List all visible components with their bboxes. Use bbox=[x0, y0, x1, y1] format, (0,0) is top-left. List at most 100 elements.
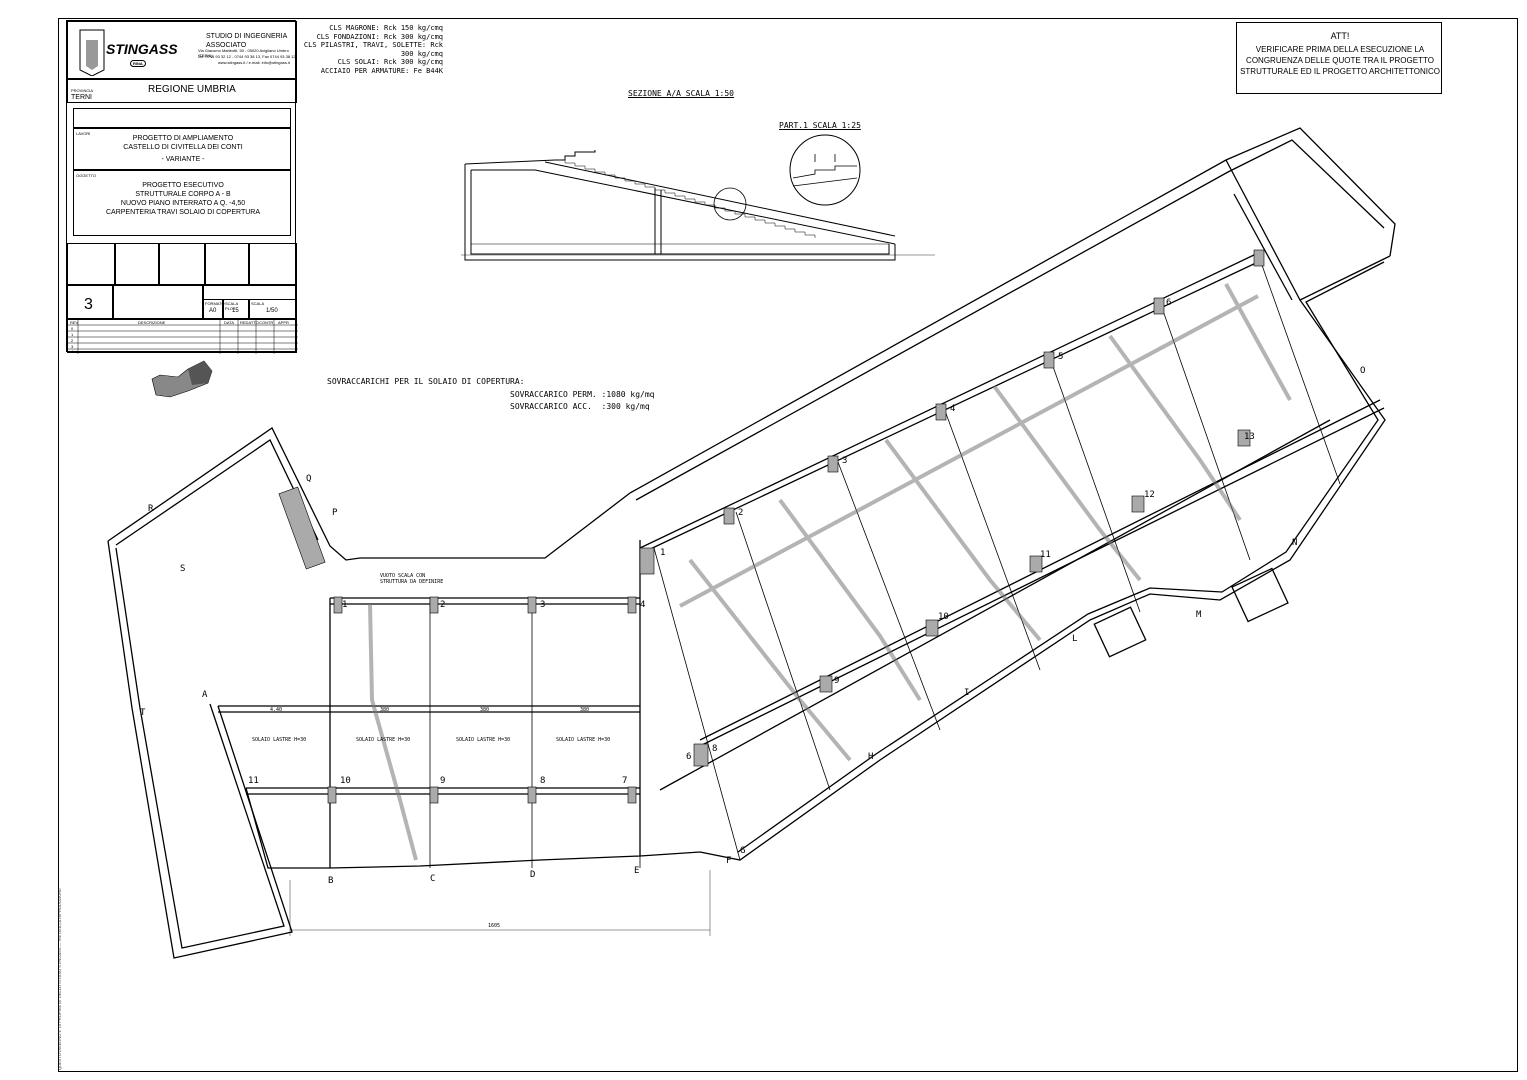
col-r-3: 3 bbox=[842, 456, 848, 466]
contr-col: CONTR bbox=[259, 320, 274, 325]
axis-o: O bbox=[1360, 366, 1366, 376]
revision-table: REV DESCRIZIONE DATA REDATTO CONTR APPR … bbox=[67, 319, 298, 354]
formato-value: A0 bbox=[209, 308, 217, 314]
scala-label: SCALA bbox=[251, 301, 265, 306]
col-r-8: 8 bbox=[712, 744, 718, 754]
loads-perm: SOVRACCARICO PERM. :1080 kg/mq bbox=[510, 390, 655, 399]
warning-box: ATT! VERIFICARE PRIMA DELLA ESECUZIONE L… bbox=[1236, 22, 1442, 94]
oggetto-label: OGGETTO bbox=[76, 173, 96, 178]
rev-col: REV bbox=[70, 320, 79, 325]
axis-g: G bbox=[740, 846, 746, 856]
axis-b: B bbox=[328, 876, 334, 886]
col-9: 9 bbox=[440, 776, 446, 786]
region-row: PROVINCIA TERNI REGIONE UMBRIA bbox=[67, 79, 297, 103]
dim-3: 380 bbox=[480, 707, 490, 713]
solaio-label-2: SOLAIO LASTRE H=30 bbox=[356, 737, 411, 743]
col-4: 4 bbox=[640, 600, 646, 610]
axis-i: I bbox=[964, 688, 970, 698]
warning-line-1: VERIFICARE PRIMA DELLA ESECUZIONE LA bbox=[1255, 45, 1425, 54]
col-r-12: 12 bbox=[1144, 490, 1155, 500]
svg-text:STINGASS: STINGASS bbox=[106, 41, 178, 57]
rev-row-4: 4 bbox=[71, 349, 74, 354]
col-r-9: 9 bbox=[834, 676, 840, 686]
rev-row-3: 3 bbox=[71, 344, 74, 349]
materials-list: CLS MAGRONE: Rck 150 kg/cmq CLS FONDAZIO… bbox=[298, 24, 443, 75]
scala-cell: SCALA 1/50 bbox=[249, 299, 297, 319]
section-title: SEZIONE A/A SCALA 1:50 bbox=[628, 89, 734, 98]
oggetto-line-4: CARPENTERIA TRAVI SOLAIO DI COPERTURA bbox=[105, 209, 261, 216]
col-2: 2 bbox=[440, 600, 446, 610]
scala-plot-label: SCALA PLOT bbox=[225, 301, 238, 311]
signature-cell-1 bbox=[67, 243, 115, 285]
warning-line-2: CONGRUENZA DELLE QUOTE TRA IL PROGETTO bbox=[1246, 56, 1434, 65]
detail-title: PART.1 SCALA 1:25 bbox=[779, 121, 861, 130]
material-line: CLS FONDAZIONI: Rck 300 kg/cmq bbox=[316, 32, 443, 41]
solaio-label-3: SOLAIO LASTRE H=30 bbox=[456, 737, 511, 743]
lavori-line-3: - VARIANTE - bbox=[161, 156, 205, 163]
axis-r: R bbox=[148, 504, 154, 514]
lavori-box: LAVORI PROGETTO DI AMPLIAMENTO CASTELLO … bbox=[73, 128, 291, 170]
axis-s: S bbox=[180, 564, 186, 574]
studio-address: Via Giacomo Matteotti, 50 - 05020 Avigli… bbox=[198, 48, 289, 58]
title-block-header: STINGASS STUDIO DI INGEGNERIA ASSOCIATO … bbox=[67, 21, 297, 79]
axis-d: D bbox=[530, 870, 536, 880]
axis-f: F bbox=[726, 856, 732, 866]
col-r-1: 1 bbox=[660, 548, 666, 558]
studio-web: www.stingass.it / e.mail: info@stingass.… bbox=[218, 60, 290, 65]
dim-1: 4.40 bbox=[270, 707, 283, 713]
studio-phone: Tel. 0744 93 32 12 - 0744 93 38 13, Fax … bbox=[198, 54, 296, 59]
axis-e: E bbox=[634, 866, 640, 876]
col-3: 3 bbox=[540, 600, 546, 610]
dim-total: 1605 bbox=[488, 923, 501, 929]
title-block: STINGASS STUDIO DI INGEGNERIA ASSOCIATO … bbox=[66, 20, 298, 354]
solaio-label-4: SOLAIO LASTRE H=30 bbox=[556, 737, 611, 743]
axis-l: L bbox=[1072, 634, 1078, 644]
signature-cell-2 bbox=[115, 243, 159, 285]
blank-row bbox=[73, 108, 291, 128]
col-r-10: 10 bbox=[938, 612, 949, 622]
col-r-6: 6 bbox=[1166, 298, 1172, 308]
loads-acc: SOVRACCARICO ACC. :300 kg/mq bbox=[510, 402, 650, 411]
loads-title: SOVRACCARICHI PER IL SOLAIO DI COPERTURA… bbox=[327, 377, 525, 386]
axis-h: H bbox=[868, 752, 874, 762]
col-r-2: 2 bbox=[738, 508, 744, 518]
col-7: 7 bbox=[622, 776, 628, 786]
data-col: DATA bbox=[224, 320, 235, 325]
rina-cert-logo: RINA bbox=[130, 60, 146, 67]
axis-t: T bbox=[140, 708, 146, 718]
regione-value: REGIONE UMBRIA bbox=[148, 84, 236, 95]
axis-m: M bbox=[1196, 610, 1202, 620]
axis-p: P bbox=[332, 508, 338, 518]
col-1: 1 bbox=[342, 600, 348, 610]
rev-row-1: 1 bbox=[71, 332, 74, 337]
key-plan-thumbnail bbox=[151, 360, 213, 398]
provincia-label: PROVINCIA bbox=[71, 88, 94, 93]
col-r-11: 11 bbox=[1040, 550, 1051, 560]
file-cell bbox=[113, 285, 203, 319]
tavola-number: 3 bbox=[84, 296, 93, 313]
lavori-line-1: PROGETTO DI AMPLIAMENTO bbox=[132, 135, 234, 142]
oggetto-box: OGGETTO PROGETTO ESECUTIVO STRUTTURALE C… bbox=[73, 170, 291, 236]
col-8: 8 bbox=[540, 776, 546, 786]
col-10: 10 bbox=[340, 776, 351, 786]
material-line: CLS SOLAI: Rck 300 kg/cmq bbox=[337, 58, 443, 66]
detail-circle-drawing bbox=[789, 134, 861, 206]
axis-n: N bbox=[1292, 538, 1298, 548]
appr-col: APPR bbox=[278, 320, 289, 325]
provincia-value: TERNI bbox=[71, 94, 92, 101]
dim-4: 380 bbox=[580, 707, 590, 713]
axis-q: Q bbox=[306, 474, 312, 484]
rev-row-2: 2 bbox=[71, 338, 74, 343]
stingass-logo: STINGASS bbox=[79, 29, 178, 76]
oggetto-line-3: NUOVO PIANO INTERRATO A Q. -4,50 bbox=[120, 200, 246, 207]
lavori-label: LAVORI bbox=[76, 131, 91, 136]
warning-title: ATT! bbox=[1330, 31, 1350, 41]
oggetto-line-1: PROGETTO ESECUTIVO bbox=[142, 182, 224, 189]
redatto-col: REDATTO bbox=[240, 320, 259, 325]
warning-line-3: STRUTTURALE ED IL PROGETTO ARCHITETTONIC… bbox=[1240, 67, 1440, 76]
axis-c: C bbox=[430, 874, 436, 884]
formato-label: FORMATO bbox=[205, 301, 225, 306]
material-line: CLS PILASTRI, TRAVI, SOLETTE: Rck 300 kg… bbox=[303, 41, 443, 58]
scala-plot-cell: SCALA PLOT 15 bbox=[223, 299, 249, 319]
